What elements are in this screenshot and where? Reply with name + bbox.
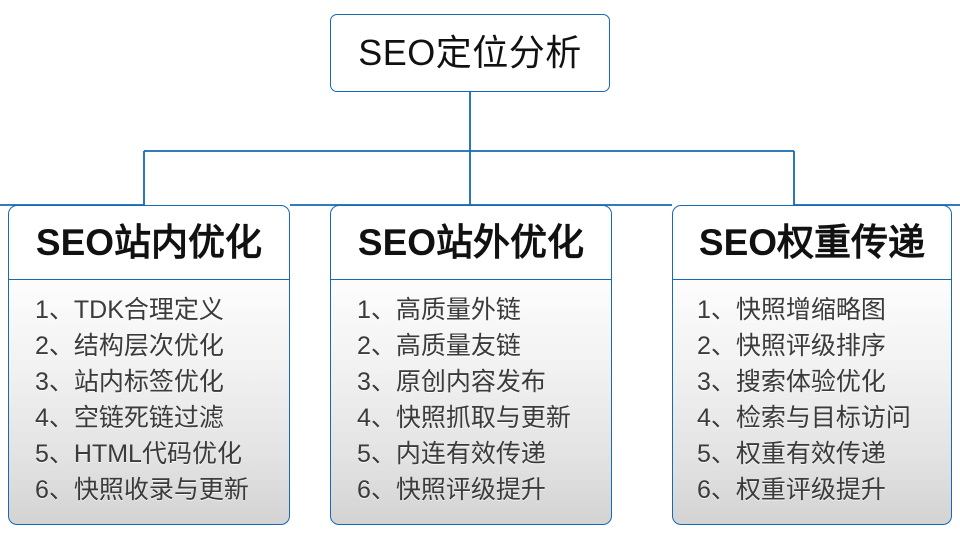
column-1-header-label: SEO站内优化 [35,222,263,263]
list-item-text: 空链死链过滤 [73,404,224,432]
list-item-index: 4、 [697,404,736,432]
column-card-3[interactable]: SEO权重传递 1、快照增缩略图 2、快照评级排序 3、搜索体验优化 4、检索与… [672,205,952,525]
list-item-text: 结构层次优化 [73,332,224,360]
column-2-header-label: SEO站外优化 [357,222,585,263]
list-item-index: 5、 [35,440,74,468]
list-item-index: 5、 [357,440,396,468]
list-item-index: 2、 [35,332,74,360]
column-2-item-list: 1、高质量外链 2、高质量友链 3、原创内容发布 4、快照抓取与更新 5、内连有… [331,292,571,508]
list-item[interactable]: 6、快照收录与更新 [35,472,249,508]
list-item[interactable]: 6、快照评级提升 [357,472,571,508]
list-item-text: 高质量友链 [395,332,521,360]
list-item[interactable]: 5、权重有效传递 [697,436,911,472]
list-item-text: 原创内容发布 [395,368,546,396]
list-item[interactable]: 1、TDK合理定义 [35,292,249,328]
list-item-text: 快照评级提升 [395,476,546,504]
list-item-text: 高质量外链 [395,296,521,324]
list-item-index: 1、 [35,296,74,324]
list-item[interactable]: 2、快照评级排序 [697,328,911,364]
list-item-text: 站内标签优化 [73,368,224,396]
list-item-text: 权重评级提升 [735,476,886,504]
list-item[interactable]: 4、空链死链过滤 [35,400,249,436]
list-item-text: 搜索体验优化 [735,368,886,396]
column-1-header[interactable]: SEO站内优化 [8,205,290,280]
list-item-index: 1、 [357,296,396,324]
list-item[interactable]: 5、内连有效传递 [357,436,571,472]
list-item-index: 2、 [697,332,736,360]
list-item-text: 内连有效传递 [395,440,546,468]
column-card-1[interactable]: SEO站内优化 1、TDK合理定义 2、结构层次优化 3、站内标签优化 4、空链… [8,205,290,525]
root-node[interactable]: SEO定位分析 [330,14,610,92]
list-item[interactable]: 4、快照抓取与更新 [357,400,571,436]
list-item-text: 快照收录与更新 [73,476,249,504]
list-item[interactable]: 5、HTML代码优化 [35,436,249,472]
column-2-header[interactable]: SEO站外优化 [330,205,612,280]
column-3-header[interactable]: SEO权重传递 [672,205,952,280]
list-item-text: 快照增缩略图 [735,296,886,324]
list-item-index: 3、 [697,368,736,396]
root-node-label: SEO定位分析 [358,32,582,73]
list-item-index: 4、 [357,404,396,432]
list-item[interactable]: 1、快照增缩略图 [697,292,911,328]
list-item[interactable]: 3、搜索体验优化 [697,364,911,400]
column-card-2[interactable]: SEO站外优化 1、高质量外链 2、高质量友链 3、原创内容发布 4、快照抓取与… [330,205,612,525]
list-item-index: 2、 [357,332,396,360]
column-3-item-list: 1、快照增缩略图 2、快照评级排序 3、搜索体验优化 4、检索与目标访问 5、权… [673,292,911,508]
list-item-index: 3、 [35,368,74,396]
list-item-index: 1、 [697,296,736,324]
list-item-index: 5、 [697,440,736,468]
list-item-index: 6、 [35,476,74,504]
list-item-text: 权重有效传递 [735,440,886,468]
list-item-text: 快照评级排序 [735,332,886,360]
list-item[interactable]: 1、高质量外链 [357,292,571,328]
list-item[interactable]: 3、站内标签优化 [35,364,249,400]
list-item[interactable]: 2、高质量友链 [357,328,571,364]
column-3-body: 1、快照增缩略图 2、快照评级排序 3、搜索体验优化 4、检索与目标访问 5、权… [672,280,952,525]
list-item-text: 检索与目标访问 [735,404,911,432]
column-1-item-list: 1、TDK合理定义 2、结构层次优化 3、站内标签优化 4、空链死链过滤 5、H… [9,292,249,508]
list-item-text: 快照抓取与更新 [395,404,571,432]
column-3-header-label: SEO权重传递 [698,222,926,263]
list-item[interactable]: 3、原创内容发布 [357,364,571,400]
list-item-index: 3、 [357,368,396,396]
list-item-text: HTML代码优化 [73,440,242,468]
list-item-index: 6、 [697,476,736,504]
column-1-body: 1、TDK合理定义 2、结构层次优化 3、站内标签优化 4、空链死链过滤 5、H… [8,280,290,525]
list-item-text: TDK合理定义 [73,296,224,324]
list-item-index: 6、 [357,476,396,504]
list-item[interactable]: 4、检索与目标访问 [697,400,911,436]
list-item[interactable]: 6、权重评级提升 [697,472,911,508]
list-item[interactable]: 2、结构层次优化 [35,328,249,364]
column-2-body: 1、高质量外链 2、高质量友链 3、原创内容发布 4、快照抓取与更新 5、内连有… [330,280,612,525]
list-item-index: 4、 [35,404,74,432]
